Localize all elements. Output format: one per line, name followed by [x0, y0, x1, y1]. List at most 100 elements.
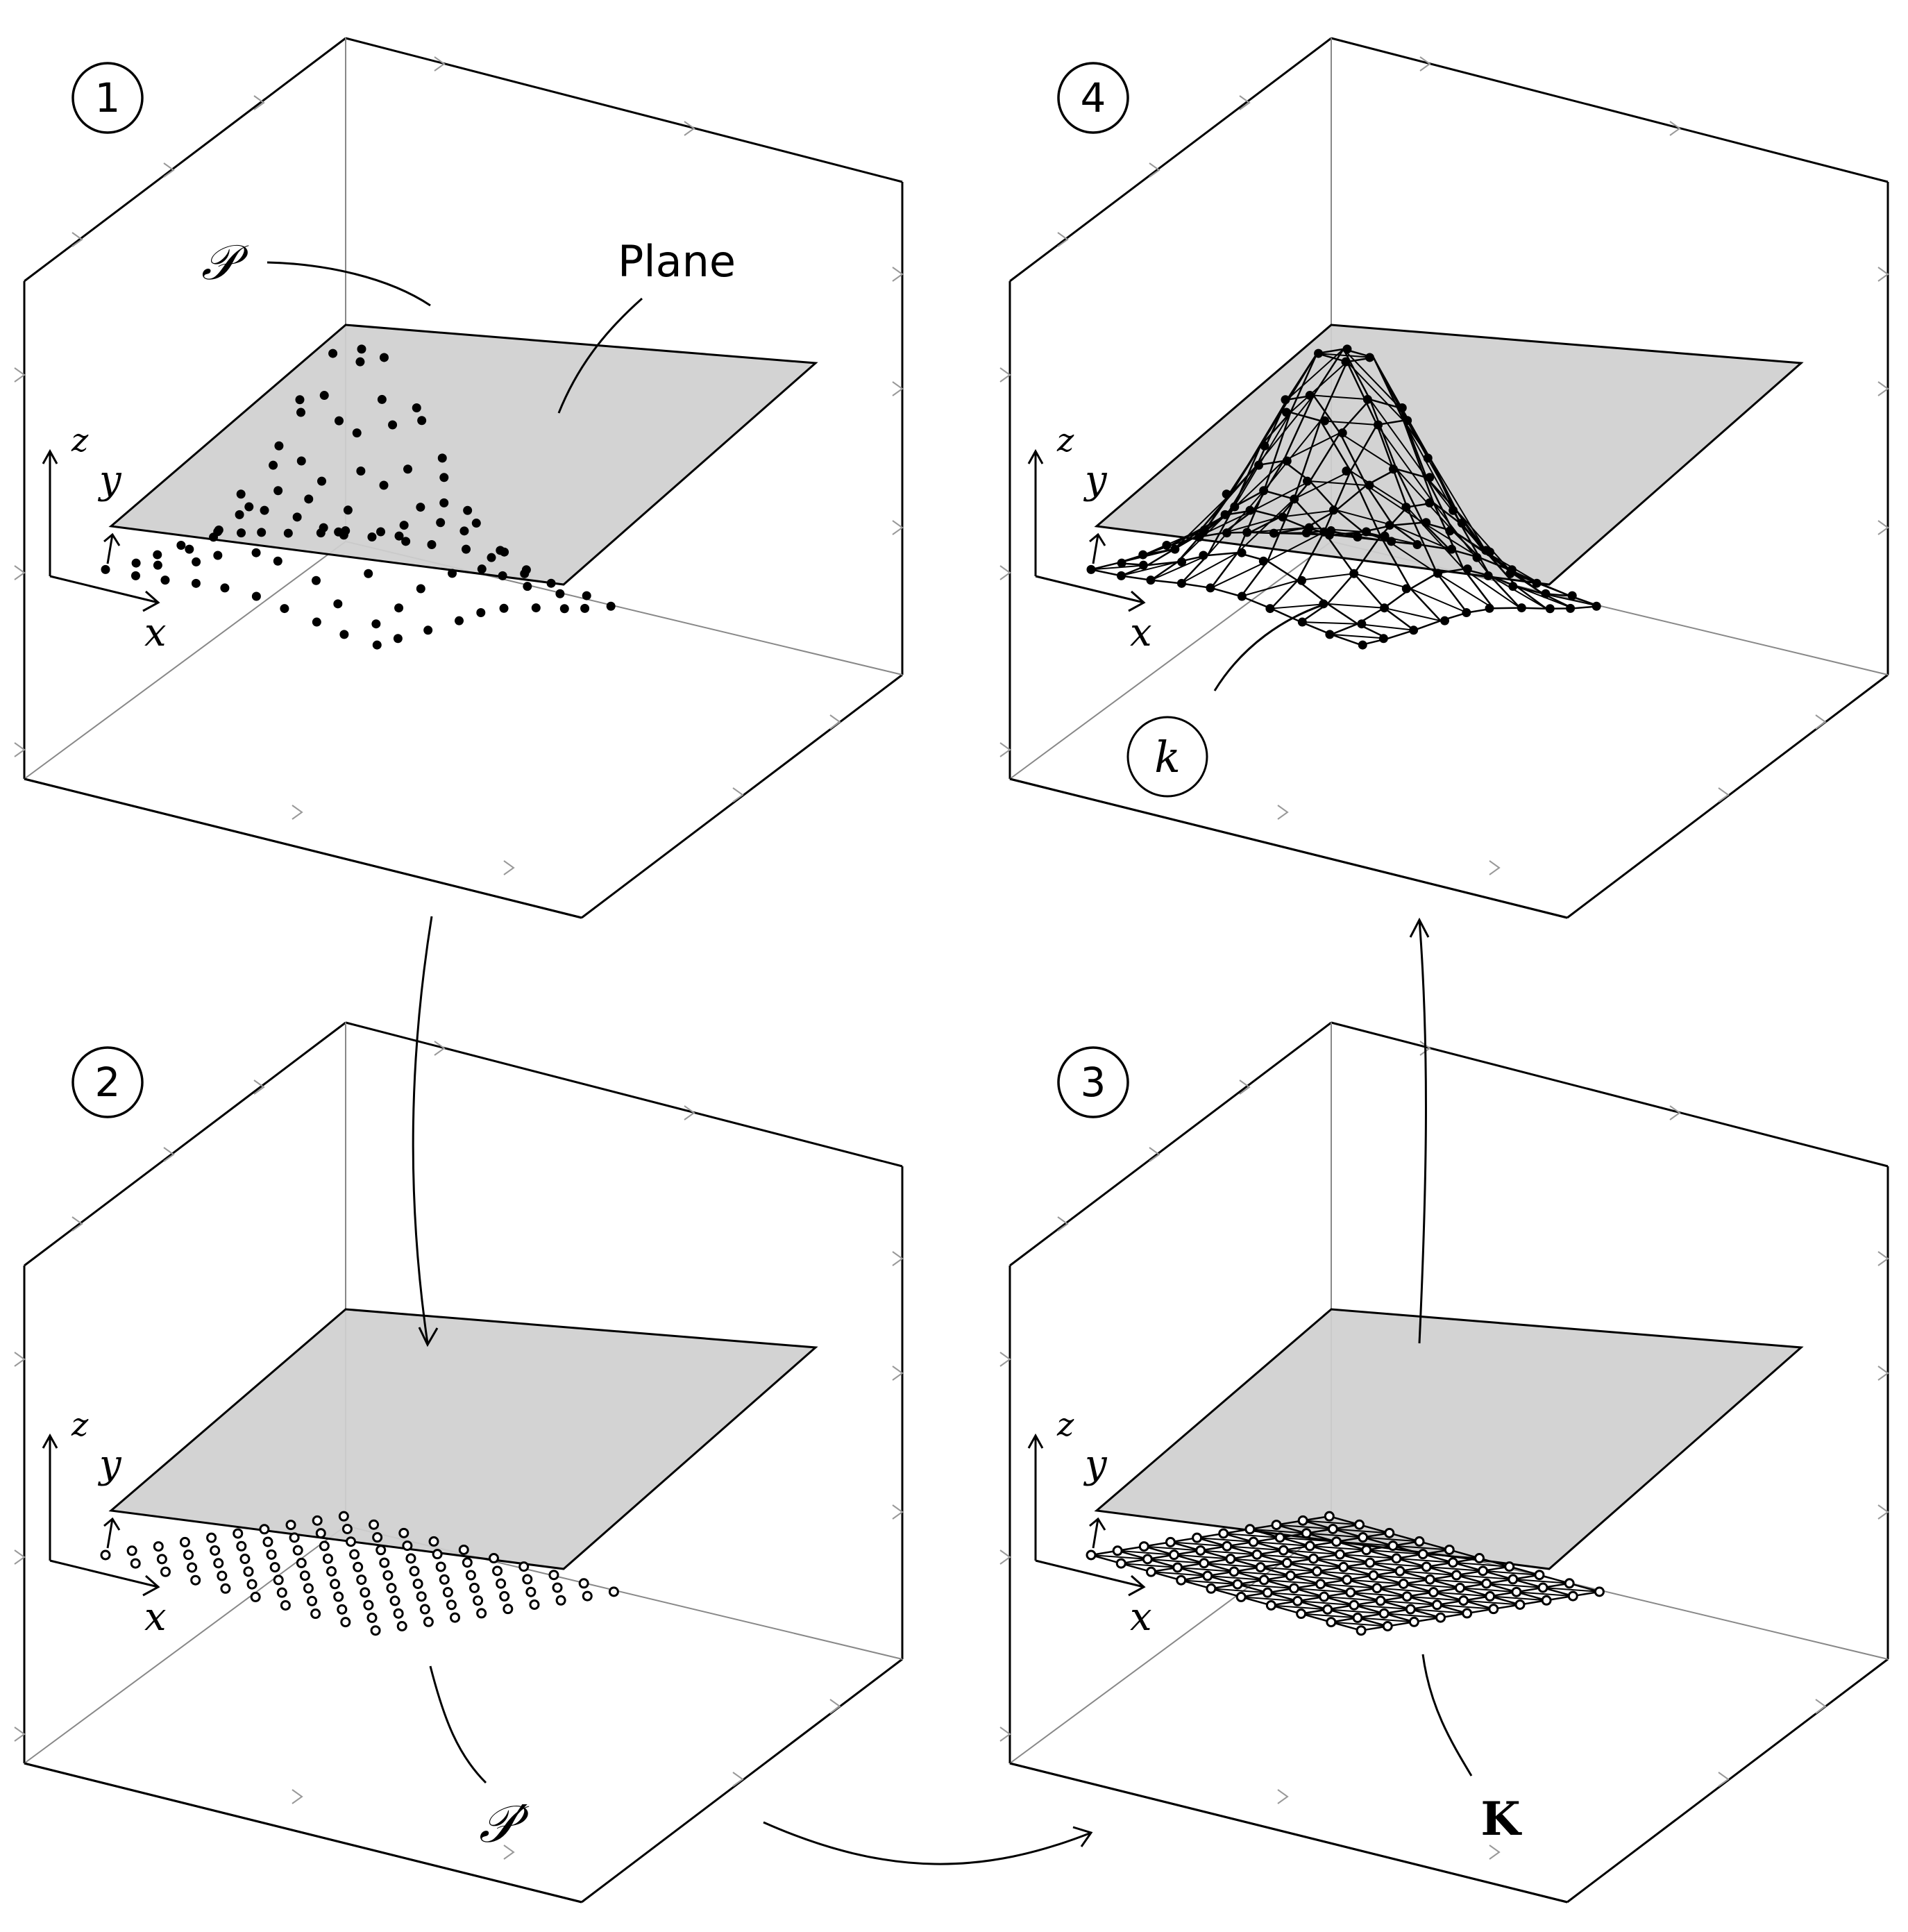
data-point: [367, 532, 377, 542]
axis-indicator: z y x: [42, 1406, 167, 1640]
z-axis-head: [1027, 448, 1044, 464]
data-point: [1312, 1565, 1323, 1577]
data-point: [1218, 1528, 1229, 1539]
data-point: [1508, 582, 1518, 591]
y-axis: [1092, 1518, 1099, 1549]
data-point: [236, 489, 246, 499]
data-point: [101, 564, 110, 574]
tick-mark: [1815, 714, 1827, 730]
data-point: [1331, 1536, 1342, 1547]
mesh-diagonal: [1121, 1563, 1178, 1568]
data-point: [1485, 603, 1494, 613]
mesh-diagonal: [1144, 1545, 1201, 1552]
data-point: [462, 544, 471, 554]
data-point: [317, 476, 327, 486]
data-point: [333, 1591, 344, 1602]
tick-mark: [1718, 787, 1730, 803]
point-cloud: [101, 344, 616, 650]
data-point: [458, 1544, 469, 1555]
data-point: [319, 523, 328, 532]
data-point: [503, 1604, 514, 1615]
data-point: [160, 1566, 171, 1577]
mesh-edge: [1383, 607, 1415, 631]
data-point: [1368, 1570, 1379, 1581]
data-point: [1258, 556, 1268, 566]
data-point: [153, 1541, 164, 1552]
tick-mark: [892, 267, 904, 282]
data-point: [1230, 502, 1240, 512]
mesh-edge: [1331, 633, 1362, 646]
mesh-edge: [1429, 457, 1458, 511]
data-point: [548, 1570, 559, 1581]
mesh-edge: [1210, 587, 1242, 598]
data-point: [239, 1554, 251, 1565]
data-point: [1425, 498, 1435, 507]
data-point: [1251, 1549, 1263, 1560]
mesh-diagonal: [1403, 420, 1461, 524]
tick-mark: [892, 520, 904, 535]
data-point: [1365, 480, 1374, 490]
data-point: [1269, 528, 1278, 538]
data-point: [1481, 1578, 1492, 1589]
mesh-diagonal: [1306, 1532, 1363, 1538]
z-axis-label: z: [1056, 1406, 1074, 1443]
mesh-edge: [1489, 575, 1521, 609]
data-point: [496, 1578, 507, 1589]
data-point: [1421, 1561, 1432, 1572]
data-point: [1254, 460, 1264, 470]
data-point: [269, 1562, 280, 1573]
data-point: [1566, 603, 1576, 613]
tick-mark: [434, 1041, 446, 1056]
mesh-diagonal: [1437, 1604, 1494, 1610]
data-point: [217, 1570, 228, 1581]
tick-mark: [1877, 267, 1889, 282]
mesh-edge: [1290, 353, 1318, 413]
data-point: [403, 464, 413, 474]
data-point: [476, 608, 486, 618]
data-point: [1352, 1612, 1363, 1623]
arrow-1-to-2: [412, 916, 433, 1344]
mesh-diagonal: [1340, 432, 1397, 470]
data-point: [459, 526, 469, 536]
mesh-diagonal: [1280, 1536, 1337, 1543]
mesh-edge: [1207, 551, 1238, 557]
data-point: [236, 1540, 247, 1552]
data-point: [523, 582, 532, 591]
data-point: [423, 625, 433, 635]
mesh-diagonal: [1376, 1587, 1434, 1593]
mesh-diagonal: [1317, 353, 1374, 358]
data-point: [477, 564, 487, 574]
tick-mark: [892, 1504, 904, 1520]
mesh-diagonal: [1294, 470, 1351, 500]
data-point: [1086, 1549, 1097, 1561]
mesh-diagonal: [1460, 1587, 1517, 1593]
data-point: [465, 1570, 476, 1581]
data-point: [1297, 576, 1306, 585]
tick-mark: [14, 1352, 26, 1367]
panel-number: 3: [1081, 1059, 1106, 1106]
box-edge: [24, 778, 582, 919]
data-point: [1401, 1591, 1412, 1602]
data-point: [210, 1545, 221, 1556]
data-point: [606, 601, 616, 611]
data-point: [522, 1574, 533, 1585]
mesh-edge: [1403, 420, 1431, 459]
data-point: [463, 505, 473, 515]
data-point: [304, 494, 314, 504]
data-point: [244, 502, 254, 512]
mesh-diagonal: [1369, 398, 1427, 478]
data-point: [341, 1523, 353, 1534]
mesh-edge: [1485, 551, 1517, 587]
tick-mark: [684, 1105, 695, 1120]
tick-mark: [1877, 1504, 1889, 1520]
y-axis-head: [1089, 532, 1106, 546]
x-axis-head: [1128, 590, 1146, 612]
tick-mark: [292, 1789, 303, 1804]
y-axis-label: y: [1083, 1442, 1108, 1487]
box-edge: [24, 1021, 346, 1267]
data-point: [237, 528, 246, 538]
mesh-edge: [1309, 432, 1341, 482]
data-point: [1229, 1566, 1240, 1577]
data-point: [1281, 395, 1290, 405]
arrow-1-to-2-head: [418, 1327, 439, 1347]
